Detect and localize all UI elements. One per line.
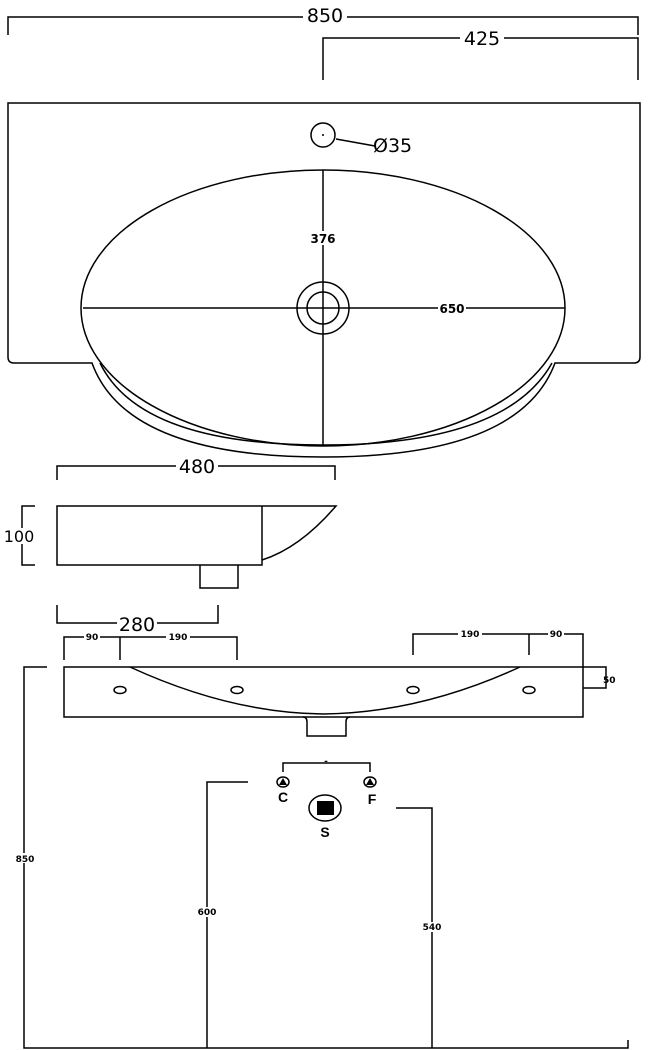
dim-left-190-label: 190 <box>169 633 188 643</box>
installation-heights: 850 600 540 <box>14 666 629 1049</box>
dim-right-190-label: 190 <box>461 630 480 640</box>
dimension-half-width: 425 <box>322 28 639 80</box>
cold-label: C <box>278 789 288 805</box>
tap-hole <box>310 122 336 148</box>
drain-inner <box>306 291 340 325</box>
hot-inlet-icon <box>363 776 377 788</box>
dim-480-label: 480 <box>179 456 215 478</box>
cold-inlet-icon <box>276 776 290 788</box>
dim-mount-850-label: 850 <box>16 855 35 865</box>
bowl-depth-label: 376 <box>310 232 335 246</box>
tap-hole-label: Ø35 <box>373 135 412 157</box>
dim-850-label: 850 <box>307 5 343 27</box>
bowl-width-label: 650 <box>439 302 464 316</box>
connection-points: - C F S <box>276 757 377 840</box>
dim-100-label: 100 <box>4 527 35 546</box>
dim-280-label: 280 <box>119 614 155 636</box>
dimension-overall-width: 850 <box>7 4 639 35</box>
dim-600-label: 600 <box>198 908 217 918</box>
tap-spacing-label: - <box>324 757 328 767</box>
dim-right-90-label: 90 <box>550 630 563 640</box>
front-view: 90 190 190 90 50 <box>63 628 616 737</box>
plan-view: Ø35 376 650 <box>7 102 641 458</box>
side-view: 480 100 280 <box>4 456 338 636</box>
hot-label: F <box>368 791 377 807</box>
dim-50-label: 50 <box>603 676 616 686</box>
drain-outer <box>296 281 350 335</box>
dim-left-90-label: 90 <box>86 633 99 643</box>
waste-label: S <box>320 824 329 840</box>
waste-outlet-icon <box>308 794 342 822</box>
dim-425-label: 425 <box>464 28 500 50</box>
dim-540-label: 540 <box>423 923 442 933</box>
